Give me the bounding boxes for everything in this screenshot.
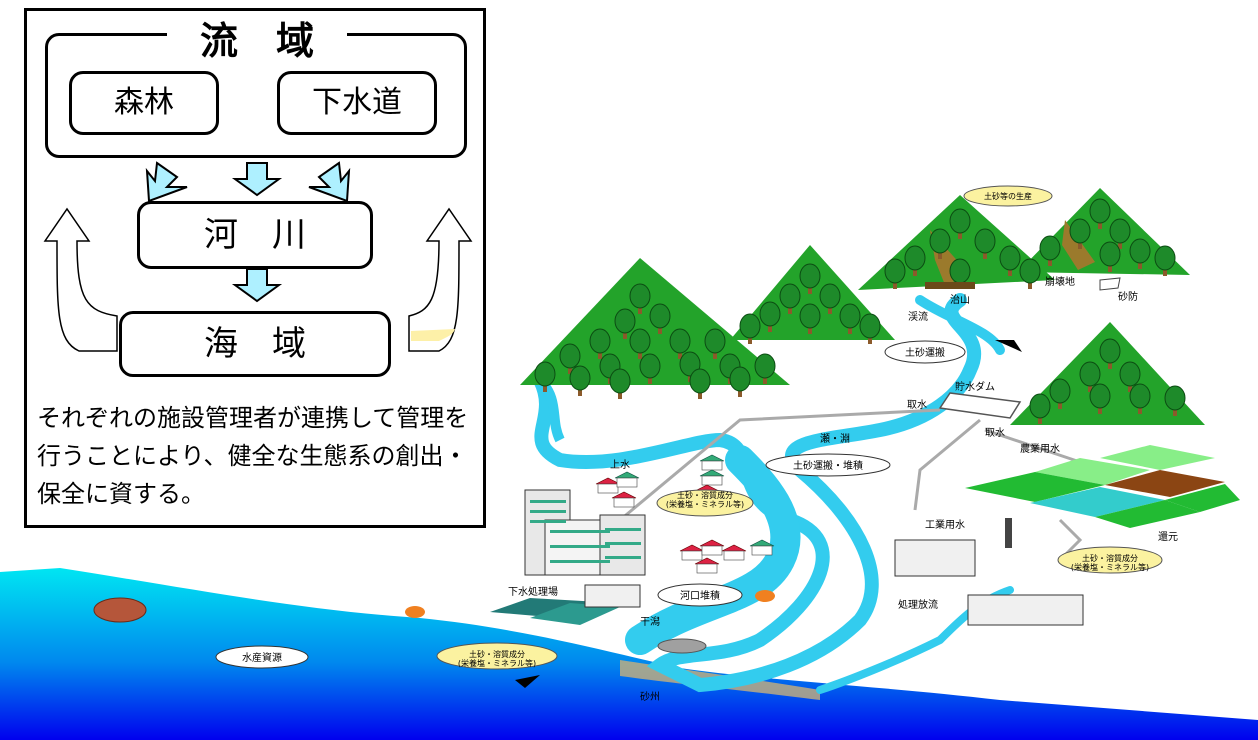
- return-arrow-right-fill: [411, 329, 455, 341]
- agri-water-label: 農業用水: [1020, 442, 1060, 455]
- factory: [894, 518, 1084, 626]
- fishery-resources-bubble: [215, 645, 309, 669]
- reservoir-dam-label: 貯水ダム: [955, 380, 995, 393]
- sewer-box: 下水道: [277, 71, 437, 135]
- nutrients-city-label: 土砂・溶質成分: [677, 490, 733, 500]
- nutrients-city-label-line2: (栄養塩・ミネラル等): [666, 499, 744, 509]
- river-lower: [625, 445, 801, 655]
- arrow-down-left-icon: [145, 161, 188, 203]
- estuary-deposition-bubble: [657, 583, 743, 607]
- river-box: 河 川: [137, 201, 373, 269]
- flow-arrow-mountain: [995, 340, 1022, 352]
- sediment-transport-bubble: [884, 340, 966, 364]
- flounder-icon: [93, 597, 147, 623]
- nutrients-city-label-1: 土砂・溶質成分(栄養塩・ミネラル等): [666, 490, 744, 509]
- sabo-label: 砂防: [1118, 290, 1138, 303]
- nutrients-sea-label: 土砂・溶質成分: [469, 649, 525, 659]
- river-upper: [915, 295, 1005, 355]
- return-arrow-right-icon: [408, 207, 473, 352]
- nutrients-sea-bubble: [436, 642, 558, 670]
- nutrients-sea-label-line2: (栄養塩・ミネラル等): [458, 658, 536, 668]
- return-arrow-left-icon: [43, 207, 118, 352]
- chisan-dam: [925, 282, 975, 289]
- rapids-pools-label: 瀬・淵: [820, 433, 850, 445]
- arrow-down-icon: [231, 162, 283, 197]
- intake-pipe-factory: [913, 418, 981, 511]
- arrow-down-right-icon: [308, 161, 351, 203]
- sandbar-label: 砂州: [640, 690, 660, 703]
- chisan-label: 治山: [950, 293, 970, 306]
- intake-label-1: 取水: [907, 399, 927, 411]
- mountain-stream-label: 渓流: [908, 310, 928, 323]
- sediment-transport-label: 土砂運搬: [905, 346, 945, 359]
- panel-description: それぞれの施設管理者が連携して管理を行うことにより、健全な生態系の創出・保全に資…: [37, 404, 469, 508]
- nutrients-field-label: 土砂・溶質成分: [1082, 553, 1138, 563]
- sediment-production-bubble: [963, 185, 1053, 207]
- city-buildings: [524, 454, 775, 576]
- flow-arrow-sea: [515, 675, 540, 688]
- return-flow-label: 還元: [1158, 531, 1178, 543]
- basin-title: 流 域: [167, 19, 347, 63]
- sea: [0, 568, 1258, 740]
- fishery-resources-label: 水産資源: [242, 651, 282, 664]
- farm-fields: [965, 445, 1240, 528]
- goby-fish-icon: [657, 638, 707, 654]
- industrial-water-label: 工業用水: [925, 518, 965, 531]
- crab-icon: [405, 606, 425, 618]
- crab-icon-2: [755, 590, 775, 602]
- transport-deposition-bubble: [765, 453, 891, 477]
- nutrients-field-label-line2: (栄養塩・ミネラル等): [1071, 562, 1149, 572]
- concept-panel: 流 域 森林 下水道 河 川 海 域 それぞれの施設管理者が連携して管理を行うこ…: [24, 8, 486, 528]
- sediment-production-label: 土砂等の生産: [984, 191, 1032, 201]
- flow-arrows: [43, 161, 473, 352]
- sewage-plant-label: 下水処理場: [508, 585, 558, 598]
- nutrients-field-bubble: [1057, 546, 1163, 574]
- intake-label-2: 取水: [985, 427, 1005, 439]
- collapse-site-label: 崩壊地: [1045, 275, 1075, 288]
- tidal-flat-label: 干潟: [640, 615, 660, 628]
- estuary-deposition-label: 河口堆積: [680, 589, 720, 602]
- svg-text:土砂・溶質成分(栄養塩・ミネラル等): 土砂・溶質成分(栄養塩・ミネラル等): [1071, 553, 1149, 572]
- intake-pipe-city: [619, 408, 941, 522]
- arrow-down-icon-2: [231, 268, 283, 303]
- intake-pipe-farm: [984, 428, 1081, 464]
- reservoir-dam: [938, 392, 1022, 419]
- water-supply-label: 上水: [610, 459, 630, 471]
- treated-discharge-label: 処理放流: [898, 598, 938, 611]
- sea-box: 海 域: [119, 311, 391, 377]
- forest-box: 森林: [69, 71, 219, 135]
- river: [533, 293, 982, 693]
- sewage-plant: [490, 584, 641, 625]
- sabo-dam: [1099, 277, 1121, 291]
- nutrients-city-bubble: [656, 489, 754, 517]
- svg-text:土砂・溶質成分(栄養塩・ミネラル等): 土砂・溶質成分(栄養塩・ミネラル等): [458, 649, 536, 668]
- transport-deposition-label: 土砂運搬・堆積: [793, 459, 863, 472]
